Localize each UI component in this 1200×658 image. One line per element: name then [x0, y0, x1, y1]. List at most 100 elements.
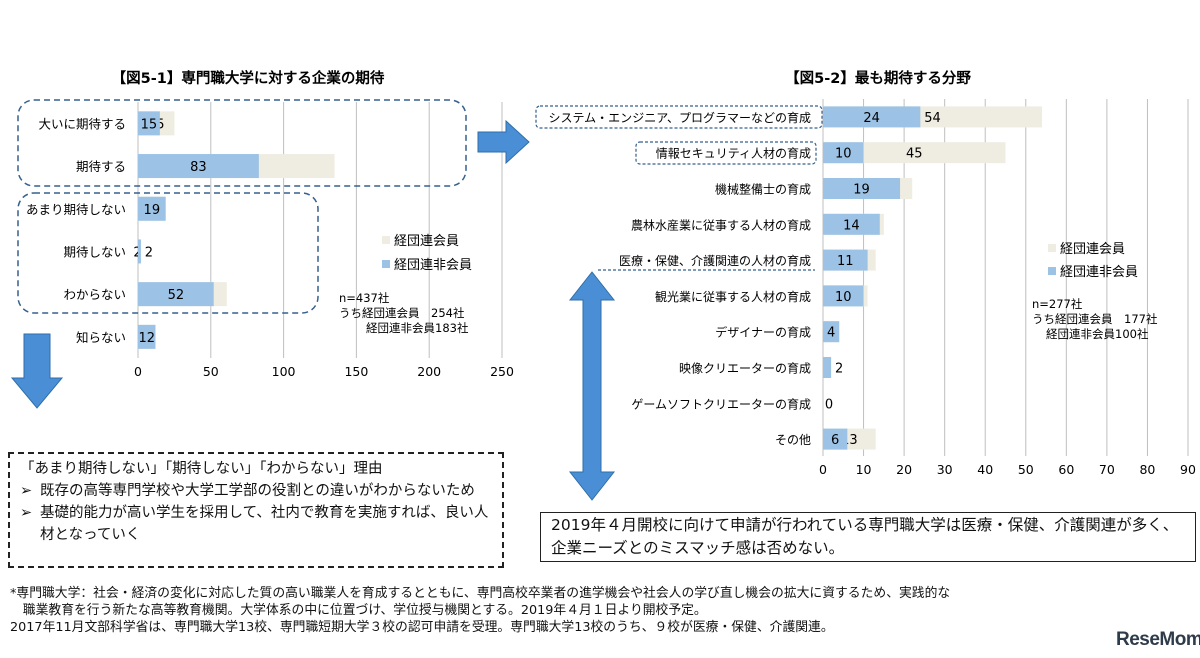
chart2-legend-nonmember: 経団連非会員 — [1060, 265, 1138, 280]
chart2-bar-nonmember — [823, 357, 832, 378]
footnote-line: 職業教育を行う新たな高等教育機関。大学体系の中に位置づけ、学位授与機関とする。2… — [10, 603, 707, 618]
chart2-category-label: 観光業に従事する人材の育成 — [655, 289, 811, 304]
chart2-data-label: 14 — [843, 218, 860, 233]
chart2-sample-member: うち経団連会員 177社 — [1032, 312, 1158, 326]
chart1-sample-member: うち経団連会員 254社 — [339, 306, 465, 320]
chart2-category-label: システム・エンジニア、プログラマーなどの育成 — [549, 110, 811, 125]
chart1-bar-nonmember — [138, 239, 141, 264]
chart2-data-label: 11 — [837, 254, 854, 269]
chart2-sample-nonmember: 経団連非会員100社 — [1046, 327, 1149, 341]
reason-item: ➢ 既存の高等専門学校や大学工学部の役割との違いがわからないため — [20, 480, 492, 502]
chart2-data-label: 0 — [825, 397, 833, 412]
chart2-category-label: ゲームソフトクリエーターの育成 — [631, 396, 811, 411]
chart2-bar-nonmember — [823, 142, 864, 164]
conclusion-text: 2019年４月開校に向けて申請が行われている専門職大学は医療・保健、介護関連が多… — [551, 516, 1179, 557]
footnote: *専門職大学：社会・経済の変化に対応した質の高い職業人を育成するとともに、専門高… — [10, 585, 1120, 636]
chart2-category-label: 機械整備士の育成 — [715, 182, 811, 197]
chart2-category-label: 医療・保健、介護関連の人材の育成 — [619, 253, 811, 268]
reason-item: ➢ 基礎的能力が高い学生を採用して、社内で教育を実施すれば、良い人材となっていく — [20, 502, 492, 546]
vertical-double-arrow-icon — [568, 271, 616, 501]
down-arrow-icon — [10, 333, 64, 409]
chart1-x-tick: 0 — [134, 364, 142, 379]
chart2-bar-nonmember — [823, 321, 840, 343]
reason-heading: 「あまり期待しない」「期待しない」「わからない」理由 — [20, 461, 383, 477]
chart2-bar-nonmember — [823, 213, 880, 235]
chart2-data-label: 54 — [924, 111, 941, 126]
chart2-security-outline — [635, 141, 817, 165]
chart1-sample-nonmember: 経団連非会員183社 — [366, 321, 469, 335]
chart2-data-label: 19 — [853, 183, 870, 198]
chart1-legend-nonmember: 経団連非会員 — [394, 258, 472, 273]
chart2-bar-nonmember — [823, 106, 921, 128]
chart2-bar-nonmember — [823, 428, 848, 450]
chart2-data-label: 45 — [906, 147, 923, 162]
chart2-system-engineer-outline — [535, 105, 823, 129]
chart1-sample-total: n=437社 — [339, 291, 390, 305]
chart1-category-label: 大いに期待する — [38, 116, 126, 131]
chart1-x-tick: 150 — [344, 364, 368, 379]
chart1-data-label: 2 — [133, 245, 141, 260]
chart2-data-label: 6 — [831, 433, 839, 448]
chart1-title: 【図5-1】専門職大学に対する企業の期待 — [112, 69, 385, 87]
chart2-category-label: 情報セキュリティ人材の育成 — [656, 146, 811, 161]
chart1-gridlines — [137, 102, 503, 358]
chart1-data-label: 12 — [138, 331, 155, 346]
chart2-title: 【図5-2】最も期待する分野 — [785, 69, 971, 87]
chart1-legend-swatch-member — [382, 236, 390, 244]
chart2-legend-member: 経団連会員 — [1060, 242, 1125, 257]
chart1-bar-nonmember — [138, 111, 160, 136]
chart2-bars: 5424451022191514131111104420136 — [823, 106, 1042, 450]
chart2-data-label: 24 — [863, 111, 880, 126]
chart2-category-label: その他 — [775, 433, 811, 447]
chart1-data-label: 15 — [141, 117, 158, 132]
bullet-arrow-icon: ➢ — [20, 505, 33, 521]
chart2-x-tick: 10 — [856, 462, 872, 477]
chart2-category-label: 映像クリエーターの育成 — [679, 361, 811, 376]
chart2-x-tick: 40 — [977, 462, 993, 477]
bullet-arrow-icon: ➢ — [20, 483, 33, 499]
reason-item-text: 既存の高等専門学校や大学工学部の役割との違いがわからないため — [40, 483, 475, 499]
chart2-bar-nonmember — [823, 249, 868, 271]
chart2-x-tick: 0 — [819, 462, 827, 477]
reason-item-text: 基礎的能力が高い学生を採用して、社内で教育を実施すれば、良い人材となっていく — [40, 505, 489, 543]
chart2-bar-member — [823, 142, 1006, 164]
chart2-category-label: デザイナーの育成 — [715, 325, 811, 340]
chart1-data-label: 2 — [145, 245, 153, 260]
chart1-bar-nonmember — [138, 324, 156, 349]
conclusion-box: 2019年４月開校に向けて申請が行われている専門職大学は医療・保健、介護関連が多… — [540, 512, 1196, 562]
chart1-category-label: 知らない — [76, 330, 126, 345]
chart2-bar-nonmember — [823, 285, 864, 307]
chart1-category-label: わからない — [63, 287, 126, 302]
chart1-data-label: 52 — [168, 288, 185, 303]
chart2-legend-swatch-nonmember — [1048, 267, 1056, 275]
chart2-data-label: 4 — [827, 326, 835, 341]
footnote-line: 2017年11月文部科学省は、専門職大学13校、専門職短期大学３校の認可申請を受… — [10, 620, 834, 635]
chart1-x-tick: 200 — [417, 364, 441, 379]
chart1-data-label: 19 — [144, 203, 161, 218]
chart1-not-expect-group-outline — [17, 192, 319, 314]
chart2-bar-nonmember — [823, 178, 901, 199]
chart2-legend-swatch-member — [1048, 244, 1056, 252]
chart1-category-label: 期待する — [76, 159, 126, 174]
chart1-x-tick: 50 — [203, 364, 219, 379]
chart1-data-label: 83 — [190, 160, 207, 175]
right-arrow-icon — [477, 119, 530, 165]
chart1-bar-nonmember — [138, 196, 166, 221]
chart2-x-tick: 70 — [1099, 462, 1115, 477]
chart2-x-tick: 60 — [1058, 462, 1074, 477]
chart1-bar-nonmember — [138, 282, 214, 307]
chart2-x-tick: 20 — [896, 462, 912, 477]
chart2-sample-total: n=277社 — [1032, 297, 1083, 311]
chart2-category-label: 農林水産業に従事する人材の育成 — [631, 217, 811, 232]
chart1-x-tick: 250 — [490, 364, 514, 379]
chart2-data-label: 2 — [835, 362, 843, 377]
resemom-logo: ReseMom — [1116, 629, 1200, 650]
chart1-bars: 25151358319192261521212 — [133, 111, 335, 349]
chart2-category-labels: システム・エンジニア、プログラマーなどの育成情報セキュリティ人材の育成機械整備士… — [549, 110, 811, 447]
reason-box: 「あまり期待しない」「期待しない」「わからない」理由 ➢ 既存の高等専門学校や大… — [8, 452, 504, 568]
footnote-line: *専門職大学：社会・経済の変化に対応した質の高い職業人を育成するとともに、専門高… — [10, 586, 951, 601]
chart1-category-label: 期待しない — [63, 244, 126, 259]
chart1-legend-member: 経団連会員 — [394, 234, 459, 249]
